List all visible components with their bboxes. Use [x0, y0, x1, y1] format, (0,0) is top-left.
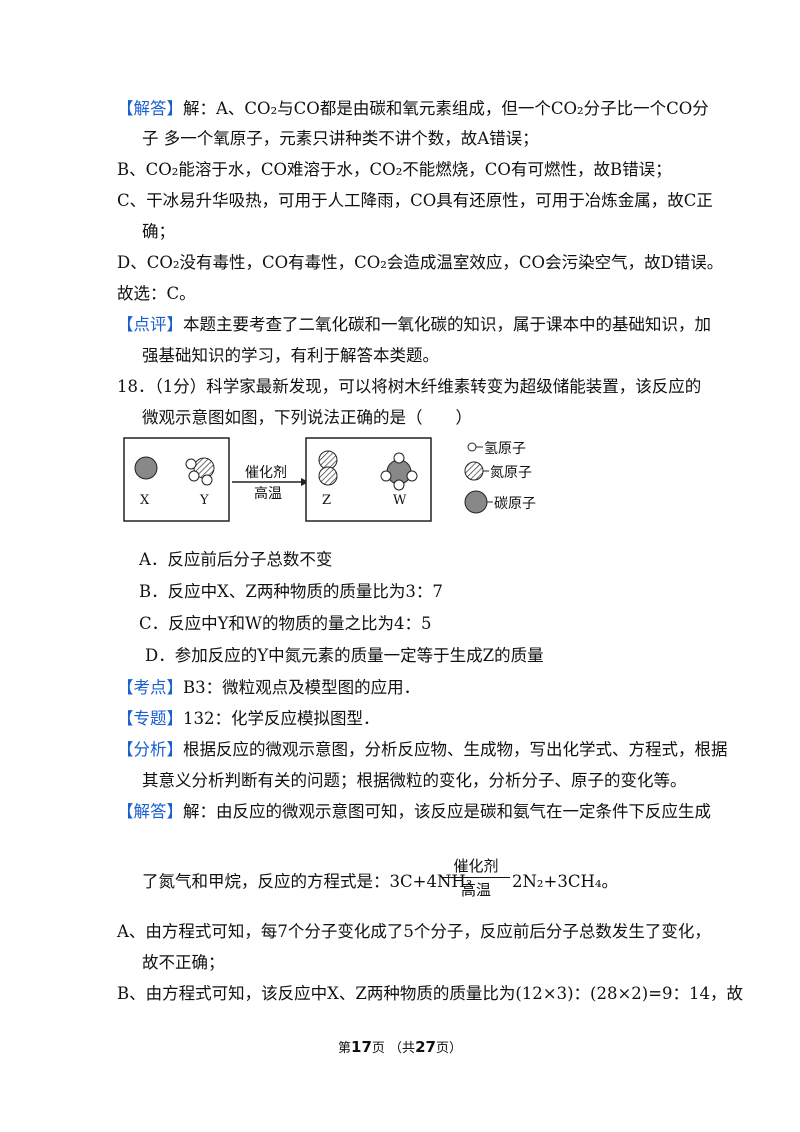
label-w: W [393, 493, 407, 508]
eq-high-temp: 高温 [460, 881, 491, 899]
q18-stem-line1: 18．（1分）科学家最新发现，可以将树木纤维素转变为超级储能装置，该反应的 [117, 377, 702, 396]
arrow-head [301, 478, 309, 486]
comment-text: 本题主要考查了二氧化碳和一氧化碳的知识，属于课本中的基础知识，加 [183, 315, 711, 334]
ans-a-line1: A、由方程式可知，每7个分子变化成了5个分子，反应前后分子总数发生了变化， [117, 922, 711, 941]
q18-answer-line1: 【解答】解：由反应的微观示意图可知，该反应是碳和氨气在一定条件下反应生成 [117, 801, 711, 823]
equation-post: 2N₂+3CH₄。 [512, 872, 619, 891]
footer-post: 页） [435, 1041, 462, 1056]
fenxi-text: 根据反应的微观示意图，分析反应物、生成物，写出化学式、方程式，根据 [183, 740, 728, 759]
nitrogen-atom-z2 [318, 466, 338, 486]
page-footer: 第17页 （共27页） [0, 1037, 800, 1056]
q17-answer-line2: 子 多一个氧原子，元素只讲种类不讲个数，故A错误； [142, 129, 539, 148]
legend-carbon: 碳原子 [494, 496, 536, 512]
hydrogen-atom-y2 [188, 470, 200, 482]
arrow-label-high-temp: 高温 [254, 486, 282, 502]
page-number: 17 [351, 1038, 372, 1056]
q17-answer-c-line1: C、干冰易升华吸热，可用于人工降雨，CO具有还原性，可用于冶炼金属，故C正 [117, 191, 713, 210]
q17-answer-line1: 【解答】解：A、CO₂与CO都是由碳和氧元素组成，但一个CO₂分子比一个CO分 [117, 98, 709, 120]
fenxi-line2: 其意义分析判断有关的问题；根据微粒的变化，分析分子、原子的变化等。 [142, 771, 687, 790]
q18-stem-line2: 微观示意图如图，下列说法正确的是（ ） [142, 408, 472, 427]
reactant-box [123, 437, 230, 522]
nitrogen-atom-z1 [318, 450, 338, 470]
total-pages: 27 [415, 1038, 436, 1056]
label-z: Z [322, 493, 332, 508]
answer-text: 解：A、CO₂与CO都是由碳和氧元素组成，但一个CO₂分子比一个CO分 [183, 99, 709, 118]
arrow-label-catalyst: 催化剂 [245, 465, 287, 481]
answer-text-18: 解：由反应的微观示意图可知，该反应是碳和氨气在一定条件下反应生成 [183, 802, 711, 821]
legend-nitrogen: 氮原子 [490, 465, 532, 481]
q17-choose: 故选：C。 [117, 284, 196, 303]
hydrogen-atom-w3 [406, 470, 418, 482]
ans-a-line2: 故不正确； [142, 953, 225, 972]
legend-hydrogen-symbol [467, 442, 477, 452]
equation-condition: 催化剂 高温 [442, 855, 510, 900]
legend-carbon-symbol [464, 490, 488, 514]
hydrogen-atom-y1 [185, 458, 197, 470]
zhuanti-text: 132：化学反应模拟图型． [183, 709, 380, 728]
q17-comment-line2: 强基础知识的学习，有利于解答本类题。 [142, 346, 439, 365]
hydrogen-atom-w4 [393, 479, 405, 491]
hydrogen-atom-y3 [201, 474, 213, 486]
comment-tag: 【点评】 [117, 315, 183, 334]
option-b: B．反应中X、Z两种物质的质量比为3：7 [139, 582, 443, 601]
answer-tag-18: 【解答】 [117, 802, 183, 821]
q17-answer-b: B、CO₂能溶于水，CO难溶于水，CO₂不能燃烧，CO有可燃性，故B错误； [117, 160, 672, 179]
hydrogen-atom-w2 [380, 470, 392, 482]
option-a: A．反应前后分子总数不变 [139, 550, 333, 569]
reaction-diagram [123, 437, 493, 522]
label-y: Y [200, 493, 209, 508]
legend-nitrogen-symbol [464, 461, 484, 481]
fenxi-tag: 【分析】 [117, 740, 183, 759]
label-x: X [140, 493, 150, 508]
option-d: D．参加反应的Y中氮元素的质量一定等于生成Z的质量 [145, 646, 544, 665]
equation-pre: 了氮气和甲烷，反应的方程式是：3C+4NH₃ [142, 872, 473, 891]
ans-b-line1: B、由方程式可知，该反应中X、Z两种物质的质量比为(12×3)：(28×2)=9… [117, 984, 744, 1003]
q17-answer-c-line2: 确； [142, 222, 175, 241]
kaodian-tag: 【考点】 [117, 678, 183, 697]
legend-hydrogen: 氢原子 [484, 441, 526, 457]
kaodian-line: 【考点】B3：微粒观点及模型图的应用． [117, 677, 420, 699]
zhuanti-tag: 【专题】 [117, 709, 183, 728]
kaodian-text: B3：微粒观点及模型图的应用． [183, 678, 421, 697]
zhuanti-line: 【专题】132：化学反应模拟图型． [117, 708, 380, 730]
option-c: C．反应中Y和W的物质的量之比为4：5 [139, 614, 432, 633]
footer-mid: 页 （共 [371, 1041, 416, 1056]
fenxi-line1: 【分析】根据反应的微观示意图，分析反应物、生成物，写出化学式、方程式，根据 [117, 739, 728, 761]
footer-pre: 第 [338, 1041, 352, 1056]
q17-comment-line1: 【点评】本题主要考查了二氧化碳和一氧化碳的知识，属于课本中的基础知识，加 [117, 314, 711, 336]
answer-tag: 【解答】 [117, 99, 183, 118]
hydrogen-atom-w1 [393, 452, 405, 464]
q17-answer-d: D、CO₂没有毒性，CO有毒性，CO₂会造成温室效应，CO会污染空气，故D错误。 [117, 253, 724, 272]
reaction-figure: X Y Z W 催化剂 高温 氢原子 氮原子 碳原子 [123, 436, 683, 532]
eq-catalyst: 催化剂 [442, 855, 510, 878]
carbon-atom-x [134, 456, 158, 480]
